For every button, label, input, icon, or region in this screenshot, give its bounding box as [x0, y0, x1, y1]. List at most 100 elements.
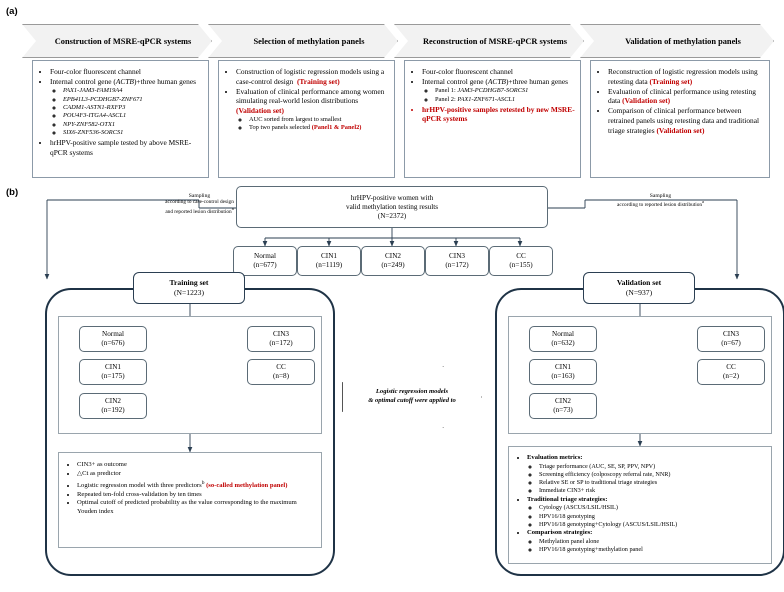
training-group-cin3: CIN3 (n=172)	[247, 326, 315, 352]
bullet: Construction of logistic regression mode…	[236, 67, 390, 86]
stage-header-3: Reconstruction of MSRE-qPCR systems	[394, 24, 584, 58]
bullet: Four-color fluorescent channel	[422, 67, 576, 77]
lesion-count: (n=1119)	[315, 261, 343, 269]
training-set-tag: (Training set)	[296, 76, 340, 86]
bullet-highlight: hrHPV-positive samples retested by new M…	[422, 105, 576, 124]
group-label: Normal	[552, 330, 574, 338]
stage-content-2: Construction of logistic regression mode…	[218, 60, 395, 178]
validation-set-tag: (Validation set)	[236, 105, 284, 115]
validation-set-tag: (Validation set)	[656, 125, 705, 135]
validation-group-cin3: CIN3 (n=67)	[697, 326, 765, 352]
gene-item: SIX6-ZNF536-SORCS1	[63, 129, 204, 137]
gene-item: NPY-ZNF582-OTX1	[63, 121, 204, 129]
analysis-item: Relative SE or SP to traditional triage …	[539, 479, 765, 487]
lesion-count: (n=172)	[445, 261, 469, 269]
method-item: Repeated ten-fold cross-validation by te…	[77, 491, 315, 500]
stage-content-4: Reconstruction of logistic regression mo…	[590, 60, 770, 178]
analysis-item: HPV16/18 genotyping	[539, 513, 765, 521]
transfer-arrow-line1: Logistic regression models	[375, 388, 449, 396]
sampling-right-line1: according to reported lesion distributio…	[617, 199, 704, 209]
panel-gene-item: Panel 2: PAX1-ZNF671-ASCL1	[435, 96, 576, 104]
training-methods-box: CIN3+ as outcome △Ct as predictor Logist…	[58, 452, 322, 548]
lesion-count: (n=155)	[509, 261, 533, 269]
training-set-tag: (Training set)	[649, 76, 693, 86]
analysis-head: Evaluation metrics:	[527, 454, 583, 461]
stage-header-4: Validation of methylation panels	[580, 24, 774, 58]
analysis-item: HPV16/18 genotyping+methylation panel	[539, 546, 765, 554]
lesion-label: CIN3	[449, 252, 465, 260]
sub-bullet: AUC sorted from largest to smallest	[249, 116, 390, 124]
panel-a: (a) Construction of MSRE-qPCR systems Se…	[0, 0, 784, 184]
stage-header-1: Construction of MSRE-qPCR systems	[22, 24, 212, 58]
group-label: CC	[726, 363, 736, 371]
bullet: Comparison of clinical performance betwe…	[608, 106, 765, 135]
validation-group-cin1: CIN1 (n=163)	[529, 359, 597, 385]
group-label: CIN1	[555, 363, 571, 371]
training-group-normal: Normal (n=676)	[79, 326, 147, 352]
validation-group-normal: Normal (n=632)	[529, 326, 597, 352]
analysis-head: Comparison strategies:	[527, 529, 593, 537]
sampling-note-left: Sampling according to case-control desig…	[122, 193, 277, 215]
validation-set-tag: (Validation set)	[622, 96, 671, 106]
training-set-count: (N=1223)	[173, 288, 204, 297]
validation-set-count: (N=937)	[625, 288, 653, 297]
bullet: Four-color fluorescent channel	[50, 67, 204, 77]
lesion-label: CIN1	[321, 252, 337, 260]
group-count: (n=676)	[101, 339, 125, 347]
group-label: CIN1	[105, 363, 121, 371]
group-count: (n=67)	[721, 339, 741, 347]
group-label: CIN2	[105, 397, 121, 405]
group-count: (n=632)	[551, 339, 575, 347]
validation-group-cc: CC (n=2)	[697, 359, 765, 385]
training-set-title: Training set	[169, 278, 209, 287]
lesion-count: (n=249)	[381, 261, 405, 269]
gene-item: POU4F3-ITGA4-ASCL1	[63, 112, 204, 120]
transfer-arrow-line2: & optimal cutoff were applied to	[368, 397, 456, 404]
transfer-arrow: Logistic regression models & optimal cut…	[342, 366, 482, 428]
analysis-item: Immediate CIN3+ risk	[539, 487, 765, 495]
panel-a-stage-headers: Construction of MSRE-qPCR systems Select…	[22, 24, 774, 58]
lesion-group-cin2: CIN2 (n=249)	[361, 246, 425, 276]
source-line-1: hrHPV-positive women with	[350, 193, 434, 202]
sampling-left-line2: and reported lesion distributiona	[165, 205, 234, 215]
method-item: Optimal cutoff of predicted probability …	[77, 499, 315, 517]
group-label: CIN3	[273, 330, 289, 338]
bullet: Reconstruction of logistic regression mo…	[608, 67, 765, 86]
group-count: (n=192)	[101, 406, 125, 414]
training-set-header: Training set (N=1223)	[133, 272, 245, 304]
validation-set-header: Validation set (N=937)	[583, 272, 695, 304]
method-item: Logistic regression model with three pre…	[77, 479, 315, 491]
analysis-group: Evaluation metrics: Triage performance (…	[527, 454, 765, 496]
sampling-note-right: Sampling according to reported lesion di…	[578, 193, 743, 209]
training-group-cc: CC (n=8)	[247, 359, 315, 385]
bullet: Internal control gene (ACTB)+three human…	[422, 77, 576, 104]
group-count: (n=73)	[553, 406, 573, 414]
group-label: Normal	[102, 330, 124, 338]
validation-analysis-box: Evaluation metrics: Triage performance (…	[508, 446, 772, 564]
analysis-group: Comparison strategies: Methylation panel…	[527, 529, 765, 554]
analysis-item: Triage performance (AUC, SE, SP, PPV, NP…	[539, 463, 765, 471]
analysis-item: Cytology (ASCUS/LSIL/HSIL)	[539, 504, 765, 512]
bullet: hrHPV-positive sample tested by above MS…	[50, 138, 204, 157]
training-group-cin2: CIN2 (n=192)	[79, 393, 147, 419]
method-item: △Ct as predictor	[77, 470, 315, 479]
stage-content-3: Four-color fluorescent channel Internal …	[404, 60, 581, 178]
analysis-head: Traditional triage strategies:	[527, 495, 608, 503]
panel-a-label: (a)	[6, 6, 18, 17]
lesion-label: Normal	[254, 252, 276, 260]
source-line-3: (N=2372)	[377, 211, 407, 220]
sub-bullet: Top two panels selected (Panel1 & Panel2…	[249, 124, 390, 132]
group-count: (n=8)	[272, 372, 290, 380]
gene-item: PAX1-JAM3-FAM19A4	[63, 87, 204, 95]
group-count: (n=2)	[722, 372, 740, 380]
lesion-group-cin1: CIN1 (n=1119)	[297, 246, 361, 276]
source-line-2: valid methylation testing results	[345, 202, 439, 211]
bullet: Internal control gene (ACTB)+three human…	[50, 77, 204, 138]
lesion-group-cc: CC (n=155)	[489, 246, 553, 276]
group-count: (n=175)	[101, 372, 125, 380]
group-count: (n=163)	[551, 372, 575, 380]
validation-group-cin2: CIN2 (n=73)	[529, 393, 597, 419]
analysis-item: HPV16/18 genotyping+Cytology (ASCUS/LSIL…	[539, 521, 765, 529]
sampling-right-title: Sampling	[649, 193, 672, 199]
gene-item: EPB41L3-PCDHGB7-ZNF671	[63, 96, 204, 104]
